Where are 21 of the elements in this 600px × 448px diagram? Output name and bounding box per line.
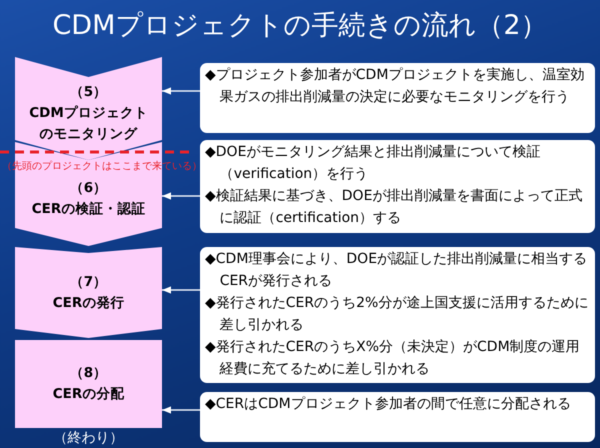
step-label: CERの検証・認証 — [32, 200, 146, 218]
step-label: CERの分配 — [52, 385, 124, 404]
slide-title: CDMプロジェクトの手続きの流れ（2） — [51, 9, 549, 43]
step-number: （5） — [70, 83, 108, 102]
description-box: ◆CDM理事会により、DOEが認証した排出削減量に相当するCERが発行される ◆発行されたCERのうち2%分が途上国支援に活用するために差し引かれる ◆発行されたCERのうちX%分（未決定）がCDM制度の運用経費に充てるために差し引かれる — [200, 247, 595, 383]
arrow — [162, 286, 200, 294]
step-box — [15, 340, 162, 428]
step-number: （8） — [70, 364, 108, 383]
arrow — [162, 87, 200, 95]
arrow — [162, 192, 200, 200]
description-box: ◆CERはCDMプロジェクト参加者の間で任意に分配される — [200, 392, 595, 442]
description-box: ◆プロジェクト参加者がCDMプロジェクトを実施し、温室効果ガスの排出削減量の決定に必要なモニタリングを行う — [200, 63, 595, 133]
step-number: （7） — [70, 273, 108, 292]
step-panel — [15, 57, 162, 160]
step-panel — [15, 247, 162, 338]
step-label: CERの発行 — [52, 294, 124, 314]
step-number: （6） — [70, 178, 108, 198]
description-box: ◆DOEがモニタリング結果と排出削減量について検証（verification）を行う ◆検証結果に基づき、DOEが排出削減量を書面によって正式に認証（certification）する — [200, 140, 595, 233]
arrow — [162, 406, 200, 414]
end-note: （終わり） — [52, 429, 124, 447]
step-label: CDMプロジェクトのモニタリング — [28, 104, 149, 144]
